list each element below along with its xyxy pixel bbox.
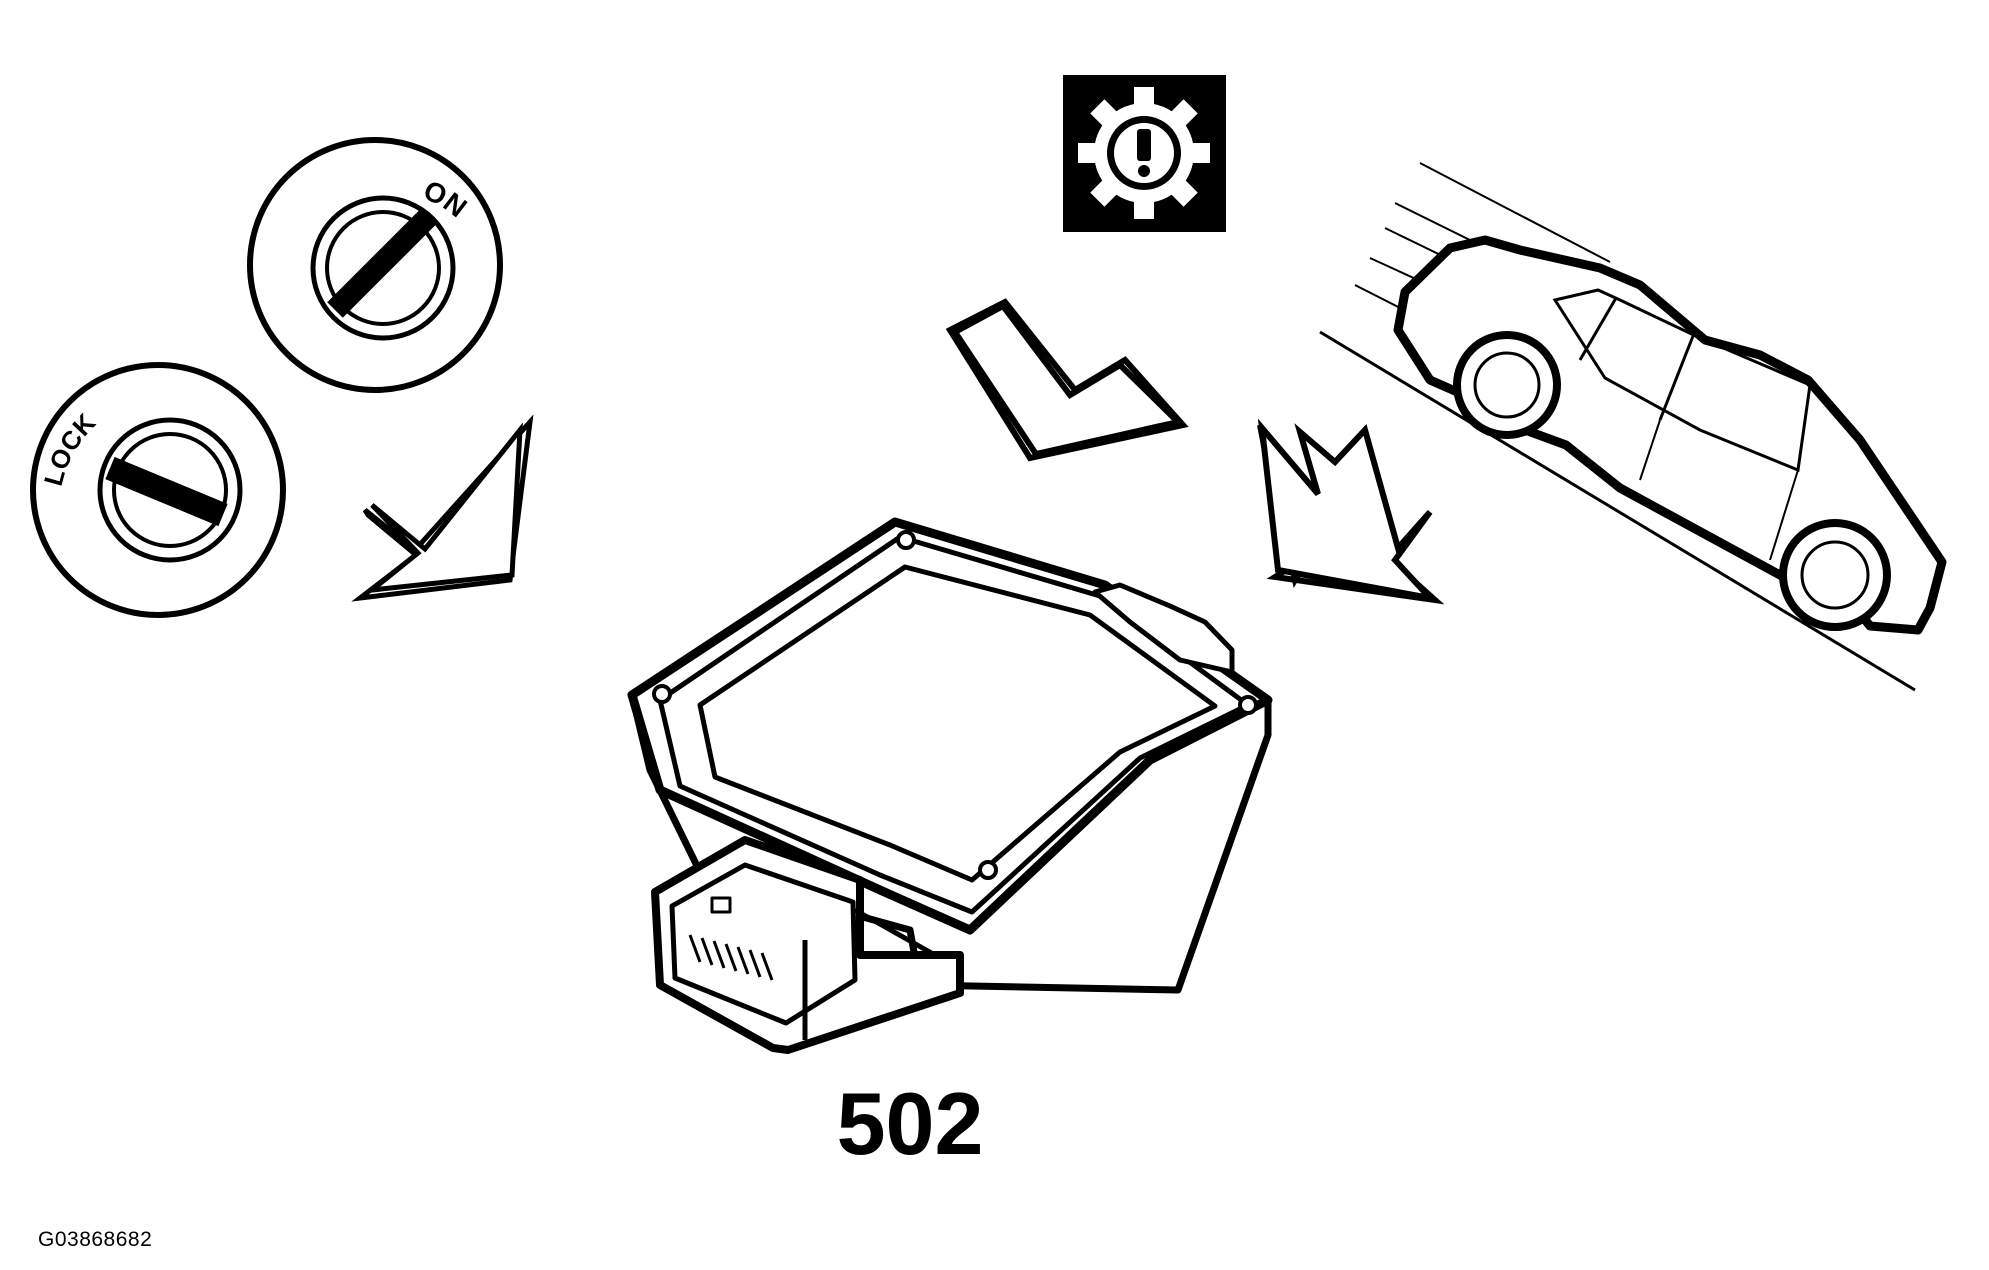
arrow-left-icon (363, 422, 523, 594)
vehicle-on-incline-icon (1319, 162, 1947, 692)
control-module (627, 517, 1273, 1054)
ignition-on-icon (247, 137, 503, 393)
part-number-label: 502 (836, 1074, 984, 1173)
arrow-center-icon (950, 302, 1185, 458)
figure-id-label: G03868682 (38, 1228, 153, 1251)
transmission-warning-icon (1063, 75, 1226, 232)
ignition-lock-icon (30, 362, 286, 618)
arrow-right-icon (1257, 418, 1439, 603)
